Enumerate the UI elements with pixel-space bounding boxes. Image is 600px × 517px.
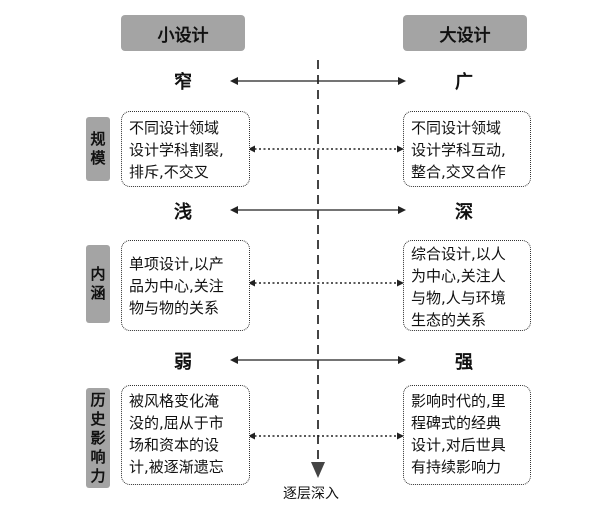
box-small-scale: 不同设计领域 设计学科割裂, 排斥,不交叉 (121, 111, 250, 187)
header-small-design: 小设计 (121, 15, 245, 51)
box-small-influence: 被风格变化淹 没的,屈从于市 场和资本的设 计,被逐渐遗忘 (121, 385, 250, 485)
box-small-connotation: 单项设计,以产 品为中心,关注 物与物的关系 (121, 240, 250, 331)
header-big-design: 大设计 (403, 15, 527, 51)
word-narrow: 窄 (174, 72, 192, 93)
depth-axis-arrowhead (311, 462, 325, 478)
word-deep: 深 (455, 202, 473, 223)
box-line: 为中心,关注人 (411, 267, 506, 285)
category-influence-char: 史 (90, 409, 106, 428)
box-line: 不同设计领域 (129, 119, 220, 137)
word-wide: 广 (455, 72, 473, 93)
category-scale: 规 模 (86, 117, 110, 181)
box-line: 设计学科互动, (411, 141, 506, 159)
category-influence-char: 力 (90, 466, 106, 485)
box-line: 没的,屈从于市 (129, 414, 224, 432)
box-line: 与物,人与环境 (411, 289, 506, 307)
box-line: 计,被逐渐遗忘 (129, 458, 224, 476)
box-big-influence: 影响时代的,里 程碑式的经典 设计,对后世具 有持续影响力 (403, 385, 531, 485)
word-strong: 强 (455, 352, 473, 373)
box-line: 品为中心,关注 (129, 277, 224, 295)
box-line: 物与物的关系 (129, 299, 220, 317)
category-connotation: 内 涵 (86, 245, 110, 323)
category-influence-char: 历 (90, 390, 106, 409)
category-scale-char: 模 (90, 149, 106, 167)
category-scale-char: 规 (90, 130, 106, 148)
word-weak: 弱 (174, 352, 192, 373)
category-connotation-char: 涵 (90, 284, 106, 302)
box-line: 有持续影响力 (411, 458, 502, 476)
box-line: 整合,交叉合作 (411, 163, 506, 181)
box-line: 设计,对后世具 (411, 436, 506, 454)
box-big-connotation: 综合设计,以人 为中心,关注人 与物,人与环境 生态的关系 (403, 240, 531, 331)
box-line: 单项设计,以产 (129, 255, 224, 273)
category-connotation-char: 内 (90, 265, 106, 283)
depth-axis-label: 逐层深入 (283, 486, 339, 502)
box-line: 程碑式的经典 (411, 414, 502, 432)
category-historical-influence: 历 史 影 响 力 (86, 388, 110, 488)
word-shallow: 浅 (174, 202, 192, 223)
box-line: 设计学科割裂, (129, 141, 224, 159)
box-line: 影响时代的,里 (411, 392, 506, 410)
category-influence-char: 响 (90, 447, 106, 466)
box-line: 被风格变化淹 (129, 392, 220, 410)
header-small-design-label: 小设计 (157, 25, 209, 46)
box-line: 生态的关系 (411, 311, 487, 329)
box-big-scale: 不同设计领域 设计学科互动, 整合,交叉合作 (403, 111, 531, 187)
box-line: 排斥,不交叉 (129, 163, 209, 181)
box-line: 不同设计领域 (411, 119, 502, 137)
header-big-design-label: 大设计 (439, 25, 491, 46)
box-line: 场和资本的设 (129, 436, 220, 454)
category-influence-char: 影 (90, 428, 106, 447)
box-line: 综合设计,以人 (411, 245, 506, 263)
